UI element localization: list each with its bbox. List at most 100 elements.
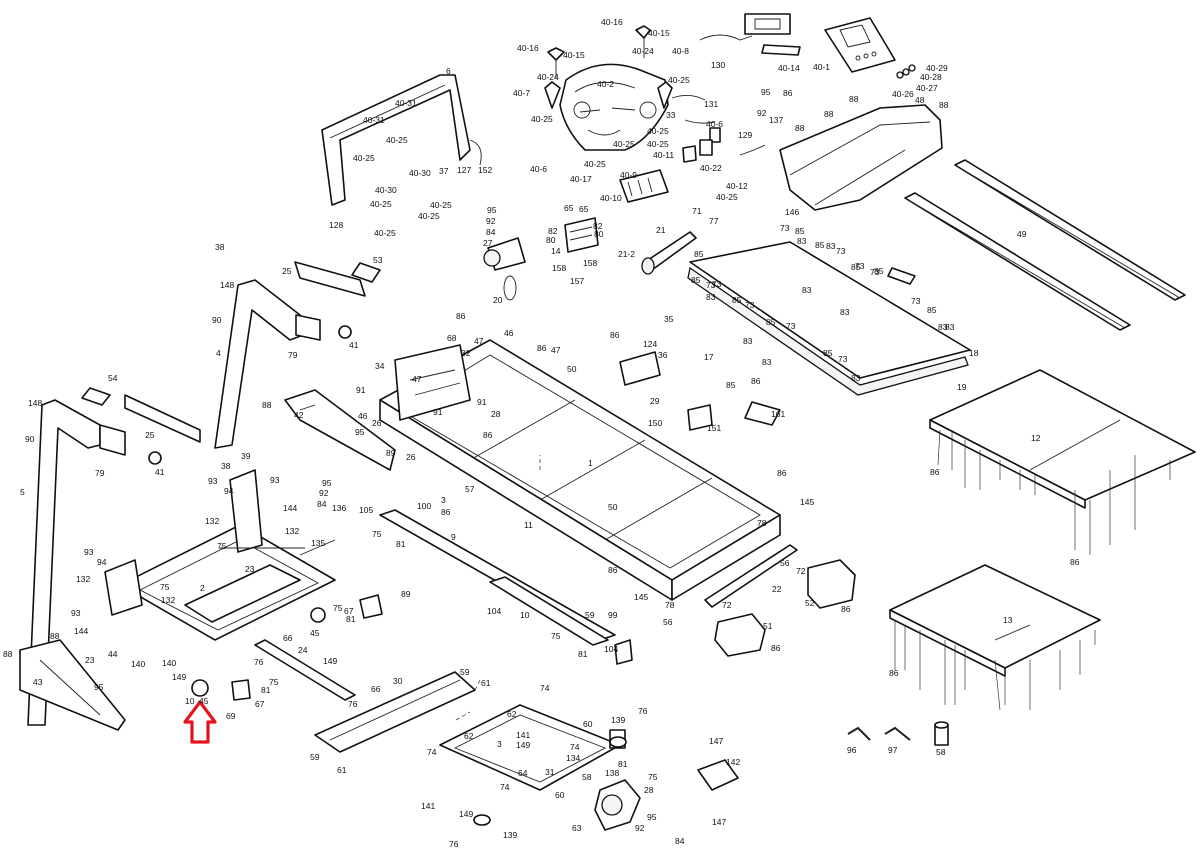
callout-label: 52 (805, 598, 815, 608)
running-deck (687, 241, 971, 396)
callout-label: 149 (459, 809, 473, 819)
controller-board (619, 169, 669, 203)
callout-label: 10 (520, 610, 530, 620)
rear-endcap-left (714, 613, 766, 657)
callout-labels: 40-16 40-15 40-16 40-15 40-24 40-8 40-24… (3, 17, 1080, 849)
callout-label: 40-6 (706, 119, 723, 129)
callout-label: 75 (160, 582, 170, 592)
callout-label: 138 (605, 768, 619, 778)
callout-label: 23 (245, 564, 255, 574)
callout-label: 76 (638, 706, 648, 716)
callout-label: 104 (604, 644, 618, 654)
callout-label: 37 (439, 166, 449, 176)
callout-label: 92 (486, 216, 496, 226)
callout-label: 51 (763, 621, 773, 631)
callout-label: 72 (722, 600, 732, 610)
callout-label: 69 (226, 711, 236, 721)
callout-label: 86 (456, 311, 466, 321)
callout-label: 148 (28, 398, 42, 408)
callout-label: 73 (706, 280, 716, 290)
callout-label: 161 (771, 409, 785, 419)
callout-label: 75 (551, 631, 561, 641)
callout-label: 88 (849, 94, 859, 104)
callout-label: 90 (212, 315, 222, 325)
callout-label: 144 (283, 503, 297, 513)
callout-label: 63 (572, 823, 582, 833)
callout-label: 86 (777, 468, 787, 478)
callout-label: 91 (477, 397, 487, 407)
callout-label: 151 (707, 423, 721, 433)
callout-label: 145 (800, 497, 814, 507)
callout-label: 25 (145, 430, 155, 440)
callout-label: 22 (772, 584, 782, 594)
callout-label: 91 (433, 407, 443, 417)
callout-label: 95 (487, 205, 497, 215)
callout-label: 83 (938, 322, 948, 332)
callout-label: 73 (911, 296, 921, 306)
callout-label: 40-9 (620, 170, 637, 180)
callout-label: 86 (610, 330, 620, 340)
callout-label: 45 (310, 628, 320, 638)
callout-label: 77 (709, 216, 719, 226)
callout-label: 13 (1003, 615, 1013, 625)
callout-label: 57 (465, 484, 475, 494)
callout-label: 93 (270, 475, 280, 485)
callout-label: 86 (930, 467, 940, 477)
callout-label: 68 (447, 333, 457, 343)
callout-label: 140 (131, 659, 145, 669)
upright-right (214, 261, 366, 449)
callout-label: 40-17 (570, 174, 592, 184)
base-frame (104, 469, 336, 641)
callout-label: 75 (333, 603, 343, 613)
callout-label: 40-2 (597, 79, 614, 89)
callout-label: 82 (548, 226, 558, 236)
callout-label: 85 (851, 262, 861, 272)
callout-label: 73 (855, 261, 865, 271)
callout-label: 11 (524, 520, 533, 530)
callout-label: 40-26 (892, 89, 914, 99)
callout-label: 61 (481, 678, 491, 688)
callout-label: 86 (483, 430, 493, 440)
callout-label: 40-16 (601, 17, 623, 27)
callout-label: 40-25 (716, 192, 738, 202)
callout-label: 85 (874, 266, 884, 276)
callout-label: 61 (337, 765, 347, 775)
callout-label: 85 (927, 305, 937, 315)
front-cover-left (19, 639, 126, 731)
callout-label: 92 (319, 488, 329, 498)
callout-label: 79 (288, 350, 298, 360)
callout-label: 81 (618, 759, 628, 769)
callout-label: 40-25 (647, 126, 669, 136)
callout-label: 10 (185, 696, 195, 706)
callout-label: 140 (162, 658, 176, 668)
callout-label: 27 (483, 238, 493, 248)
callout-label: 73 (712, 279, 722, 289)
callout-label: 26 (372, 418, 382, 428)
callout-label: 147 (712, 817, 726, 827)
callout-label: 66 (371, 684, 381, 694)
callout-label: 84 (317, 499, 327, 509)
callout-label: 67 (255, 699, 265, 709)
base-plate-13 (889, 564, 1101, 677)
callout-label: 88 (795, 123, 805, 133)
callout-label: 38 (215, 242, 225, 252)
callout-label: 18 (969, 348, 979, 358)
callout-label: 88 (50, 631, 60, 641)
callout-label: 40-25 (353, 153, 375, 163)
callout-label: 146 (785, 207, 799, 217)
callout-label: 83 (743, 336, 753, 346)
callout-label: 152 (478, 165, 492, 175)
callout-label: 71 (692, 206, 702, 216)
callout-label: 40-14 (778, 63, 800, 73)
side-frame-bracket (284, 389, 396, 471)
callout-label: 86 (841, 604, 851, 614)
callout-label: 83 (826, 241, 836, 251)
callout-label: 40-29 (926, 63, 948, 73)
callout-label: 6 (446, 66, 451, 76)
handlebar-frame (321, 74, 482, 206)
callout-label: 40-24 (537, 72, 559, 82)
callout-label: 80 (594, 229, 604, 239)
callout-label: 132 (76, 574, 90, 584)
callout-label: 86 (608, 565, 618, 575)
callout-label: 36 (658, 350, 668, 360)
